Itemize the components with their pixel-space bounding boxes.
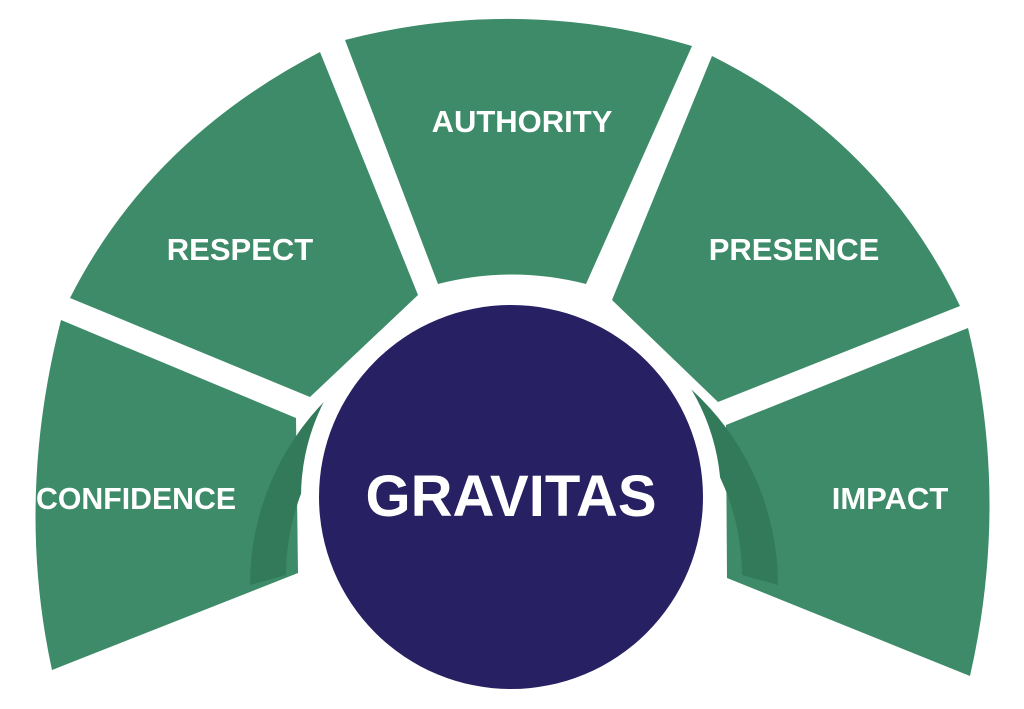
segment-impact: IMPACT bbox=[726, 328, 990, 676]
segment-presence-label: PRESENCE bbox=[709, 232, 880, 267]
segment-confidence-label: CONFIDENCE bbox=[36, 481, 236, 516]
segment-authority-shape bbox=[345, 18, 692, 284]
center-circle bbox=[319, 305, 703, 689]
segment-authority: AUTHORITY bbox=[345, 18, 692, 284]
segment-presence: PRESENCE bbox=[612, 56, 960, 402]
segment-respect-label: RESPECT bbox=[167, 232, 313, 267]
segment-respect-shape bbox=[70, 52, 418, 397]
segment-impact-shape bbox=[726, 328, 990, 676]
segment-authority-label: AUTHORITY bbox=[432, 104, 613, 139]
segment-impact-label: IMPACT bbox=[832, 481, 949, 516]
segment-confidence: CONFIDENCE bbox=[35, 320, 299, 670]
center-label: GRAVITAS bbox=[365, 464, 656, 529]
segment-presence-shape bbox=[612, 56, 960, 402]
segment-confidence-shape bbox=[35, 320, 299, 670]
segment-respect: RESPECT bbox=[70, 52, 418, 397]
